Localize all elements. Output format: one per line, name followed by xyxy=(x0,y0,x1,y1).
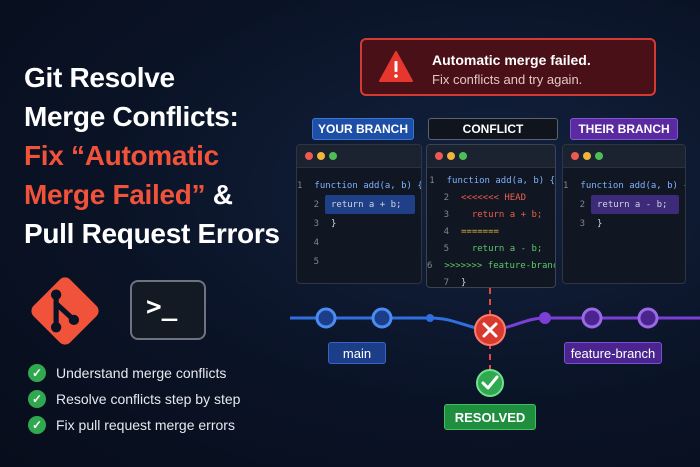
minimize-dot-icon xyxy=(317,152,325,160)
resolved-check-icon xyxy=(476,369,504,397)
close-dot-icon xyxy=(435,152,443,160)
merge-failed-alert: Automatic merge failed. Fix conflicts an… xyxy=(360,38,656,96)
code-line: 4======= xyxy=(443,226,499,237)
feature-commit-dot xyxy=(539,312,551,324)
code-line: 3 return a + b; xyxy=(443,209,543,220)
title-line-2: Merge Conflicts: xyxy=(24,101,239,132)
check-circle-icon: ✓ xyxy=(28,416,46,434)
check-circle-icon: ✓ xyxy=(28,390,46,408)
title-line-5: Pull Request Errors xyxy=(24,218,280,249)
title-line-4-amp: & xyxy=(205,179,233,210)
checklist-item: ✓Resolve conflicts step by step xyxy=(28,386,240,412)
their-branch-label: THEIR BRANCH xyxy=(570,118,678,140)
git-logo-icon xyxy=(31,277,99,345)
main-commit-dot xyxy=(426,314,434,322)
terminal-prompt-glyph: >_ xyxy=(146,292,178,322)
feature-commit-node xyxy=(637,307,659,329)
title-line-1: Git Resolve xyxy=(24,62,175,93)
merge-conflict-x-icon xyxy=(474,314,506,346)
window-title-bar xyxy=(297,145,421,168)
close-dot-icon xyxy=(305,152,313,160)
code-line: 7} xyxy=(443,277,467,288)
title-line-3: Fix “Automatic xyxy=(24,140,219,171)
page-title: Git Resolve Merge Conflicts: Fix “Automa… xyxy=(24,58,304,253)
feature-merge-curve xyxy=(489,316,546,332)
terminal-icon: >_ xyxy=(130,280,206,340)
conflict-label: CONFLICT xyxy=(428,118,558,140)
title-line-4: Merge Failed” & xyxy=(24,175,304,214)
code-line: 5 return a - b; xyxy=(443,243,543,254)
feature-branch-tag: feature-branch xyxy=(564,342,662,364)
main-commit-node xyxy=(315,307,337,329)
code-line: 3} xyxy=(579,218,603,229)
feature-commit-node xyxy=(581,307,603,329)
code-line: 4 xyxy=(313,237,319,248)
minimize-dot-icon xyxy=(447,152,455,160)
check-circle-icon: ✓ xyxy=(28,364,46,382)
main-merge-curve xyxy=(429,316,491,332)
code-line: 2<<<<<<< HEAD xyxy=(443,192,527,203)
code-line: 5 xyxy=(313,256,319,267)
minimize-dot-icon xyxy=(583,152,591,160)
checklist-item: ✓Understand merge conflicts xyxy=(28,360,240,386)
feature-checklist: ✓Understand merge conflicts ✓Resolve con… xyxy=(28,360,240,438)
alert-title: Automatic merge failed. xyxy=(432,52,591,68)
maximize-dot-icon xyxy=(459,152,467,160)
close-dot-icon xyxy=(571,152,579,160)
your-branch-label: YOUR BRANCH xyxy=(312,118,414,140)
code-line: 6>>>>>>> feature-branch xyxy=(427,260,556,271)
window-title-bar xyxy=(563,145,685,168)
maximize-dot-icon xyxy=(329,152,337,160)
main-commit-node xyxy=(371,307,393,329)
window-title-bar xyxy=(427,145,555,168)
warning-icon xyxy=(379,51,413,82)
checklist-item: ✓Fix pull request merge errors xyxy=(28,412,240,438)
maximize-dot-icon xyxy=(595,152,603,160)
alert-message: Fix conflicts and try again. xyxy=(432,72,583,87)
code-line: 3} xyxy=(313,218,337,229)
title-line-4-red: Merge Failed” xyxy=(24,179,206,210)
resolved-badge: RESOLVED xyxy=(444,404,536,430)
main-branch-tag: main xyxy=(328,342,386,364)
